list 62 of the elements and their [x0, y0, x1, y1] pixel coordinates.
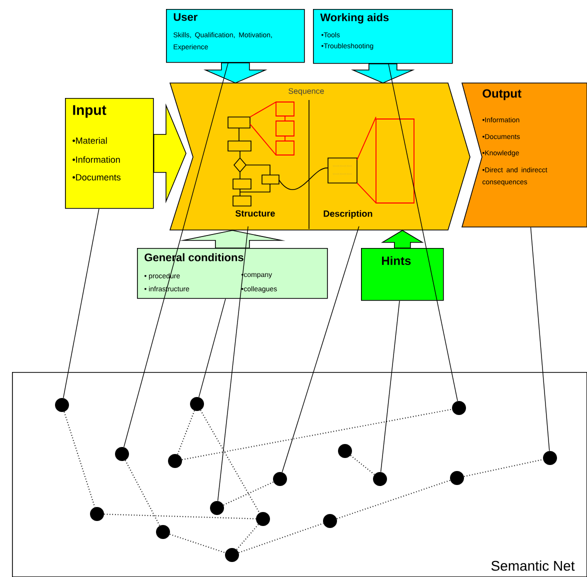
- dotted-link: [236, 524, 259, 550]
- block-arrow: [179, 230, 286, 248]
- leader-line: [62, 208, 100, 398]
- net-node: [115, 447, 129, 461]
- block-arrow: [380, 230, 424, 248]
- output-chevron: [461, 82, 587, 228]
- heading: User: [174, 13, 198, 21]
- leader-line: [124, 62, 228, 448]
- process-chevron: [169, 82, 470, 230]
- dotted-link: [177, 410, 195, 454]
- leader-line: [217, 226, 248, 502]
- hints-box: [361, 248, 444, 301]
- net-node: [225, 548, 239, 562]
- dotted-link: [464, 458, 544, 478]
- bullet-item: •Information: [72, 156, 120, 163]
- heading: Input: [73, 105, 106, 118]
- net-node: [452, 401, 466, 415]
- dotted-link: [200, 410, 260, 514]
- user-box: [166, 9, 305, 63]
- area-label: Structure: [235, 210, 275, 217]
- net-node: [450, 471, 464, 485]
- net-node: [168, 454, 182, 468]
- leader-line: [388, 63, 458, 402]
- dotted-link: [170, 534, 226, 554]
- net-node: [156, 525, 170, 539]
- net-node: [543, 451, 557, 465]
- heading: Output: [482, 89, 522, 100]
- net-node: [338, 444, 352, 458]
- leader-line: [198, 298, 226, 398]
- net-node: [210, 501, 224, 515]
- bullet-item: •Material: [72, 137, 107, 144]
- net-node: [90, 507, 104, 521]
- conditions-box: [137, 248, 328, 299]
- description-area: [278, 116, 414, 219]
- heading: Hints: [382, 256, 411, 265]
- net-node: [190, 397, 204, 411]
- net-label: Semantic Net: [491, 560, 575, 571]
- net-node: [373, 472, 387, 486]
- working-aids-box: [313, 9, 453, 64]
- net-node: [323, 514, 337, 528]
- net-node: [256, 512, 270, 526]
- dotted-link: [350, 455, 375, 475]
- block-arrow: [350, 63, 415, 84]
- dotted-link: [223, 482, 274, 506]
- heading: Working aids: [320, 13, 389, 24]
- dotted-link: [238, 522, 324, 554]
- input-box: [65, 98, 154, 209]
- dotted-link: [104, 514, 256, 520]
- dotted-link: [182, 408, 452, 460]
- leader-line: [380, 300, 400, 472]
- bullet-item: •Documents: [72, 174, 121, 180]
- block-arrow: [203, 62, 268, 84]
- dotted-link: [64, 412, 96, 508]
- net-node: [273, 472, 287, 486]
- leader-line: [530, 227, 550, 452]
- dotted-link: [124, 460, 160, 526]
- net-node: [55, 398, 69, 412]
- block-arrow: [153, 103, 186, 204]
- area-label: Description: [324, 210, 372, 219]
- leader-line: [282, 226, 360, 472]
- area-label: Sequence: [288, 88, 324, 96]
- dotted-link: [336, 480, 450, 520]
